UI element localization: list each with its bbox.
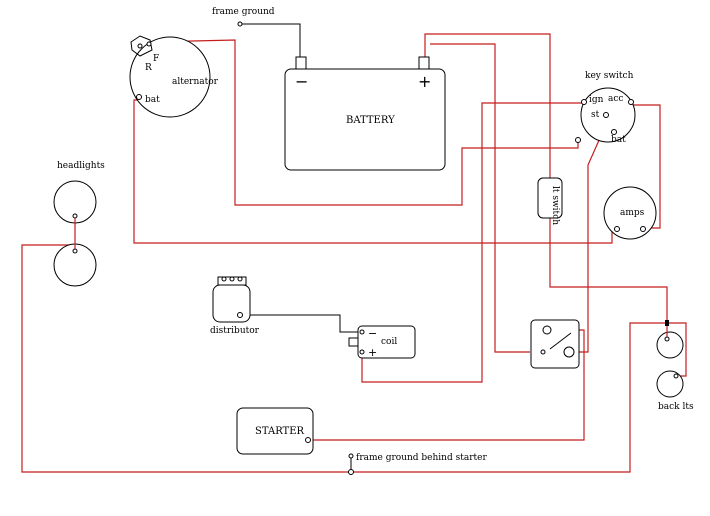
ks-bat-terminal (611, 129, 617, 135)
headlights: headlights (53, 161, 105, 287)
solenoid-body (530, 319, 580, 369)
solenoid-contact (549, 332, 572, 350)
coil-minus-label: − (368, 327, 377, 340)
distributor-post-3 (237, 276, 243, 282)
distributor-label: distributor (210, 326, 260, 336)
ks-st-terminal (603, 112, 609, 118)
alternator-connector (130, 35, 153, 57)
distributor-body (212, 284, 251, 323)
frame-ground-starter-label: frame ground behind starter (356, 453, 487, 463)
coil-plus-label: + (368, 346, 377, 359)
distributor-terminal (237, 312, 243, 318)
frame-ground-label: frame ground (212, 7, 275, 17)
alternator-r-terminal (137, 43, 143, 49)
wire-distributor-coil (240, 314, 360, 333)
battery-label: BATTERY (346, 115, 395, 126)
back-light-upper-terminal (664, 336, 670, 342)
back-lights: back lts (656, 320, 694, 412)
battery-neg-post (295, 56, 307, 70)
wire-battery-pos-2 (430, 43, 530, 353)
amps-left-terminal (614, 226, 620, 232)
starter-terminal (305, 437, 311, 443)
solenoid-terminal-top (542, 325, 552, 335)
alternator: R F bat alternator (129, 35, 219, 118)
frame-ground-starter-junction (348, 469, 354, 475)
wire-alternator-bat (133, 99, 613, 244)
battery: − + BATTERY (284, 56, 446, 171)
ks-acc-label: acc (608, 94, 623, 104)
coil-plus-terminal (359, 349, 365, 355)
frame-ground-starter: frame ground behind starter (348, 453, 487, 475)
alternator-bat-label: bat (145, 95, 160, 105)
coil-tower (348, 337, 359, 347)
ks-st-label: st (591, 110, 600, 120)
headlights-label: headlights (57, 161, 105, 171)
back-light-upper (656, 331, 684, 359)
key-switch: key switch ign acc st bat (575, 71, 636, 145)
amps-label: amps (620, 208, 645, 218)
ks-acc-terminal (628, 99, 634, 105)
alternator-r-label: R (145, 63, 152, 73)
ks-bat-label: bat (611, 135, 626, 145)
starter-label: STARTER (255, 426, 305, 437)
alternator-label: alternator (172, 77, 219, 87)
distributor-post-1 (221, 276, 227, 282)
ks-ign-terminal (581, 99, 587, 105)
wire-back-lts (667, 322, 687, 377)
coil-minus-terminal (359, 329, 365, 335)
frame-ground-starter-terminal (348, 453, 354, 459)
wire-alternator-field (149, 39, 579, 206)
key-switch-label: key switch (585, 71, 634, 81)
lt-switch: lt switch (537, 177, 563, 225)
wire-ground-rail (21, 244, 667, 473)
wire-battery-positive (424, 33, 551, 183)
wire-ks-bat (574, 137, 614, 353)
headlight-upper-terminal (72, 213, 78, 219)
battery-minus: − (295, 72, 308, 91)
battery-plus: + (418, 72, 431, 91)
alternator-f-terminal (146, 41, 152, 47)
coil-label: coil (381, 337, 397, 347)
battery-body (284, 68, 446, 171)
wire-lt-switch-back (549, 218, 668, 322)
ks-ign-label: ign (589, 95, 604, 105)
starter: STARTER (236, 407, 314, 455)
headlight-lower-terminal (72, 248, 78, 254)
amps-gauge: amps (603, 186, 657, 240)
back-light-lower-terminal (673, 373, 679, 379)
alternator-body (129, 36, 211, 118)
distributor: distributor (210, 276, 260, 336)
coil: − + coil (348, 325, 416, 359)
back-lights-label: back lts (658, 402, 694, 412)
ks-bottom-terminal (575, 137, 581, 143)
amps-right-terminal (640, 226, 646, 232)
wire-ign-coil (361, 102, 590, 383)
solenoid-side-terminal (540, 349, 546, 355)
frame-ground-terminal (237, 21, 243, 27)
alternator-f-label: F (153, 54, 159, 64)
alternator-bat-terminal (136, 94, 142, 100)
lt-switch-label: lt switch (550, 186, 560, 225)
lt-switch-body (537, 177, 563, 219)
frame-ground: frame ground (212, 7, 275, 27)
distributor-post-2 (229, 276, 235, 282)
solenoid-terminal-bottom (563, 346, 575, 358)
back-light-lower (656, 370, 684, 398)
starter-solenoid (530, 319, 580, 369)
starter-body (236, 407, 314, 455)
wire-frame-ground (240, 23, 301, 57)
back-lights-junction (665, 320, 669, 326)
battery-pos-post (418, 56, 430, 70)
